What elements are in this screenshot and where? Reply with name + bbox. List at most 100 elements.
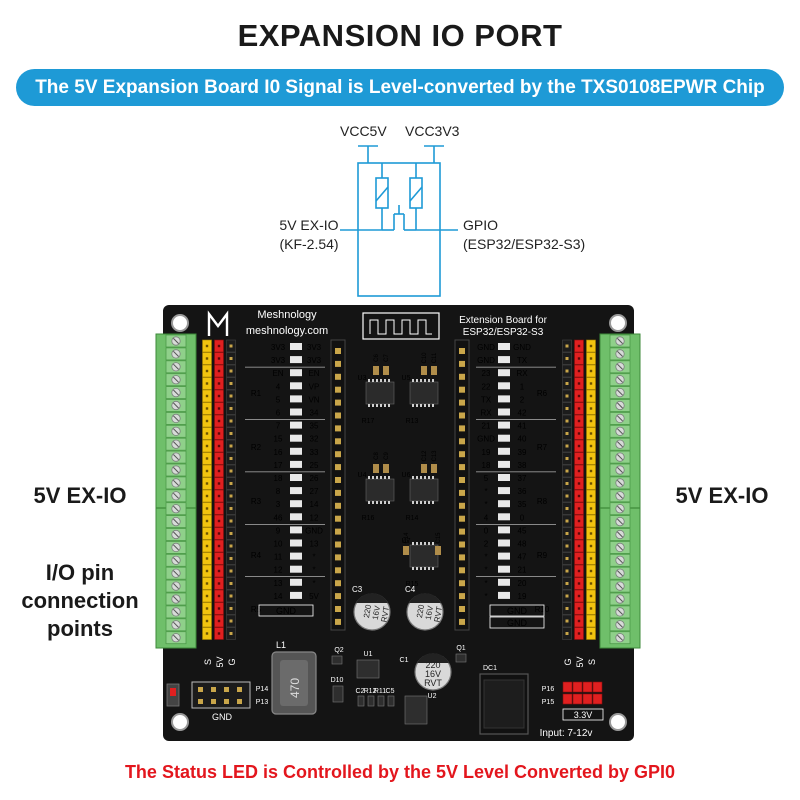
terminal-screw[interactable] bbox=[609, 515, 631, 529]
header-pin[interactable] bbox=[562, 614, 572, 628]
header-pin[interactable] bbox=[562, 452, 572, 465]
terminal-screw[interactable] bbox=[165, 450, 187, 464]
header-pin[interactable] bbox=[226, 577, 236, 590]
socket-pin[interactable] bbox=[335, 386, 341, 393]
terminal-screw[interactable] bbox=[609, 334, 631, 348]
header-pin[interactable] bbox=[574, 402, 584, 415]
header-pin[interactable] bbox=[202, 502, 212, 515]
header-pin[interactable] bbox=[586, 589, 596, 603]
terminal-screw[interactable] bbox=[165, 489, 187, 503]
terminal-screw[interactable] bbox=[609, 553, 631, 567]
header-pin[interactable] bbox=[214, 339, 224, 353]
socket-pin[interactable] bbox=[335, 451, 341, 458]
header-pin[interactable] bbox=[226, 627, 236, 640]
header-pin[interactable] bbox=[214, 364, 224, 378]
header-pin[interactable] bbox=[198, 687, 203, 692]
header-pin[interactable] bbox=[226, 452, 236, 465]
terminal-screw[interactable] bbox=[609, 424, 631, 438]
terminal-screw[interactable] bbox=[165, 631, 187, 645]
header-pin[interactable] bbox=[226, 477, 236, 490]
header-pin[interactable] bbox=[574, 627, 584, 640]
socket-pin[interactable] bbox=[459, 567, 465, 574]
header-pin[interactable] bbox=[586, 439, 596, 453]
header-pin[interactable] bbox=[586, 464, 596, 478]
header-pin[interactable] bbox=[202, 414, 212, 428]
socket-pin[interactable] bbox=[335, 618, 341, 625]
socket-pin[interactable] bbox=[459, 464, 465, 471]
header-pin[interactable] bbox=[224, 687, 229, 692]
header-pin[interactable] bbox=[226, 464, 236, 478]
header-pin[interactable] bbox=[586, 602, 596, 615]
socket-pin[interactable] bbox=[335, 399, 341, 406]
header-pin[interactable] bbox=[574, 377, 584, 390]
terminal-screw[interactable] bbox=[165, 476, 187, 490]
socket-pin[interactable] bbox=[459, 554, 465, 561]
header-pin[interactable] bbox=[198, 699, 203, 704]
header-p16-p15[interactable] bbox=[562, 681, 603, 705]
header-pin[interactable] bbox=[586, 489, 596, 503]
socket-pin[interactable] bbox=[335, 593, 341, 600]
header-pin[interactable] bbox=[574, 439, 584, 453]
header-pin[interactable] bbox=[226, 352, 236, 365]
header-pin[interactable] bbox=[202, 539, 212, 553]
header-pin[interactable] bbox=[586, 414, 596, 428]
header-pin[interactable] bbox=[226, 514, 236, 528]
socket-pin[interactable] bbox=[459, 360, 465, 367]
header-pin[interactable] bbox=[224, 699, 229, 704]
header-p14-p13[interactable] bbox=[191, 681, 251, 709]
header-pin[interactable] bbox=[214, 452, 224, 465]
terminal-screw[interactable] bbox=[609, 463, 631, 477]
header-pin[interactable] bbox=[214, 427, 224, 440]
terminal-screw[interactable] bbox=[609, 411, 631, 425]
socket-pin[interactable] bbox=[335, 464, 341, 471]
header-pin[interactable] bbox=[582, 681, 593, 693]
header-pin[interactable] bbox=[586, 364, 596, 378]
terminal-screw[interactable] bbox=[609, 489, 631, 503]
header-pin[interactable] bbox=[574, 602, 584, 615]
socket-pin[interactable] bbox=[459, 541, 465, 548]
header-pin[interactable] bbox=[202, 602, 212, 615]
header-pin[interactable] bbox=[562, 339, 572, 353]
header-pin[interactable] bbox=[586, 564, 596, 578]
header-pin[interactable] bbox=[562, 427, 572, 440]
socket-pin[interactable] bbox=[335, 373, 341, 380]
header-pin[interactable] bbox=[574, 527, 584, 540]
header-pin[interactable] bbox=[214, 389, 224, 403]
socket-pin[interactable] bbox=[459, 373, 465, 380]
header-pin[interactable] bbox=[214, 402, 224, 415]
socket-pin[interactable] bbox=[459, 528, 465, 535]
header-pin[interactable] bbox=[562, 377, 572, 390]
header-pin[interactable] bbox=[214, 552, 224, 565]
socket-pin[interactable] bbox=[459, 477, 465, 483]
header-pin[interactable] bbox=[574, 477, 584, 490]
header-pin[interactable] bbox=[586, 477, 596, 490]
terminal-screw[interactable] bbox=[609, 566, 631, 580]
header-pin[interactable] bbox=[562, 552, 572, 565]
header-pin[interactable] bbox=[202, 452, 212, 465]
terminal-screw[interactable] bbox=[609, 605, 631, 619]
header-pin[interactable] bbox=[562, 577, 572, 590]
terminal-screw[interactable] bbox=[609, 373, 631, 387]
header-pin[interactable] bbox=[226, 439, 236, 453]
header-pin[interactable] bbox=[226, 389, 236, 403]
header-pin[interactable] bbox=[574, 464, 584, 478]
header-pin[interactable] bbox=[562, 489, 572, 503]
header-pin[interactable] bbox=[226, 377, 236, 390]
header-pin[interactable] bbox=[586, 402, 596, 415]
header-pin[interactable] bbox=[574, 564, 584, 578]
header-pin[interactable] bbox=[226, 339, 236, 353]
header-pin[interactable] bbox=[226, 364, 236, 378]
header-pin[interactable] bbox=[586, 389, 596, 403]
switch-left[interactable] bbox=[166, 683, 180, 707]
terminal-screw[interactable] bbox=[609, 437, 631, 451]
header-pin[interactable] bbox=[586, 614, 596, 628]
header-pin[interactable] bbox=[202, 427, 212, 440]
terminal-screw[interactable] bbox=[609, 502, 631, 516]
header-pin[interactable] bbox=[586, 539, 596, 553]
header-pin[interactable] bbox=[226, 414, 236, 428]
header-pin[interactable] bbox=[586, 502, 596, 515]
terminal-screw[interactable] bbox=[165, 618, 187, 632]
terminal-screw[interactable] bbox=[165, 502, 187, 516]
terminal-screw[interactable] bbox=[165, 347, 187, 361]
header-pin[interactable] bbox=[562, 414, 572, 428]
